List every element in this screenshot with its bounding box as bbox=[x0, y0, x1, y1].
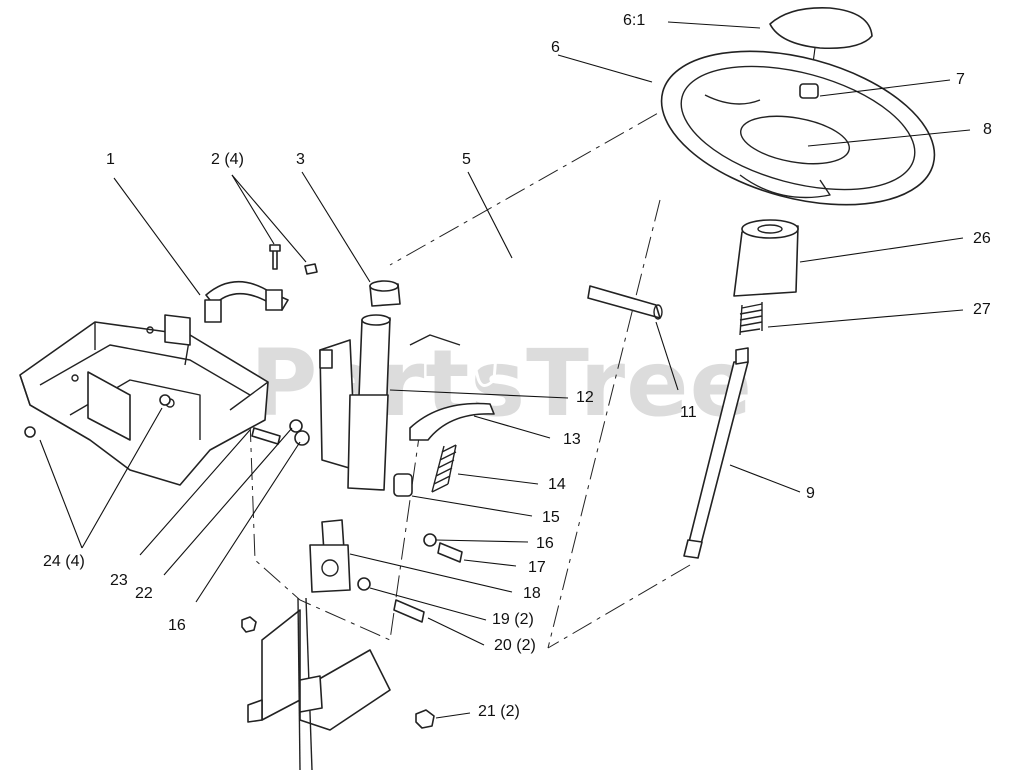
callout-6: 6 bbox=[551, 39, 560, 56]
part-washer-19 bbox=[357, 577, 371, 591]
part-lever-rod bbox=[409, 259, 663, 387]
part-bolt bbox=[437, 542, 463, 563]
callout-3: 3 bbox=[296, 151, 305, 168]
part-washer-left bbox=[289, 419, 303, 433]
callout-5: 5 bbox=[462, 151, 471, 168]
callout-14: 14 bbox=[548, 476, 566, 493]
callout-7: 7 bbox=[956, 71, 965, 88]
callout-18: 18 bbox=[523, 585, 541, 602]
part-collar bbox=[369, 280, 401, 307]
part-frame-bracket bbox=[19, 314, 269, 486]
callout-13: 13 bbox=[563, 431, 581, 448]
callout-9: 9 bbox=[806, 485, 815, 502]
part-washer-lower bbox=[294, 430, 310, 446]
part-bolts bbox=[269, 244, 318, 275]
part-nut-24a bbox=[24, 426, 36, 438]
callout-1: 1 bbox=[106, 151, 115, 168]
part-spring bbox=[739, 302, 763, 336]
part-pedal-plate bbox=[409, 402, 495, 441]
callout-12: 12 bbox=[576, 389, 594, 406]
part-steering-wheel bbox=[660, 50, 936, 206]
part-bolt-left bbox=[251, 427, 281, 445]
part-washer bbox=[423, 533, 437, 547]
part-column-tube bbox=[319, 314, 461, 491]
part-nut-24b bbox=[159, 394, 171, 406]
part-cap bbox=[769, 7, 873, 50]
callout-6-1: 6:1 bbox=[623, 12, 646, 29]
callout-23: 23 bbox=[110, 572, 128, 589]
callout-16-right: 16 bbox=[536, 535, 554, 552]
callout-16-left: 16 bbox=[168, 617, 186, 634]
callout-27: 27 bbox=[973, 301, 991, 318]
alignment-line-wheel bbox=[389, 94, 691, 266]
part-bolt-20 bbox=[393, 599, 425, 623]
callout-24: 24 (4) bbox=[43, 553, 85, 570]
callout-15: 15 bbox=[542, 509, 560, 526]
callout-19: 19 (2) bbox=[492, 611, 534, 628]
part-nut-21 bbox=[415, 709, 435, 729]
callout-8: 8 bbox=[983, 121, 992, 138]
callout-26: 26 bbox=[973, 230, 991, 247]
alignment-line-column bbox=[547, 199, 661, 649]
part-bushing bbox=[733, 219, 799, 297]
part-clamp bbox=[204, 280, 289, 323]
callout-2: 2 (4) bbox=[211, 151, 244, 168]
part-return-spring bbox=[431, 444, 457, 493]
leader-lines bbox=[39, 21, 971, 719]
callout-22: 22 bbox=[135, 585, 153, 602]
part-lower-bracket bbox=[247, 597, 391, 771]
alignment-line-shaft bbox=[547, 564, 691, 649]
callout-17: 17 bbox=[528, 559, 546, 576]
part-steering-shaft bbox=[683, 347, 749, 559]
callout-21: 21 (2) bbox=[478, 703, 520, 720]
part-universal-joint bbox=[309, 519, 351, 593]
callout-11: 11 bbox=[680, 404, 697, 421]
callout-20: 20 (2) bbox=[494, 637, 536, 654]
part-nut-lower bbox=[241, 616, 257, 633]
part-spacer bbox=[393, 473, 413, 497]
